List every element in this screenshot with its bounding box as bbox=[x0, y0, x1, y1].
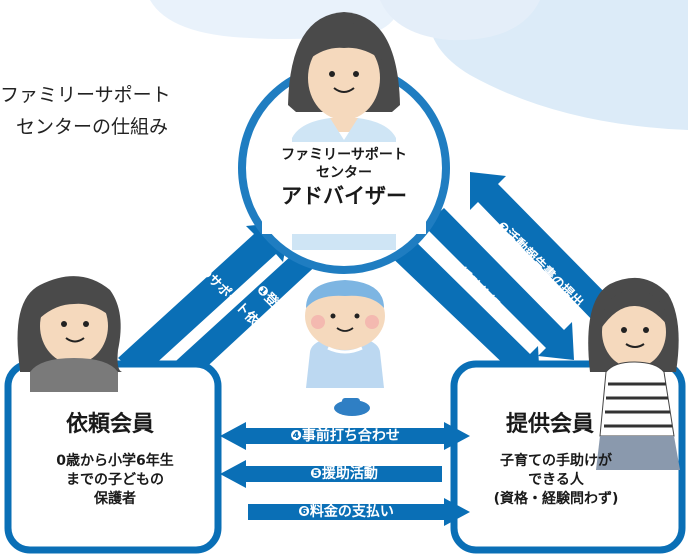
requester-desc: 0歳から小学6年生 までの子どもの 保護者 bbox=[20, 452, 210, 509]
register-right-arrow bbox=[384, 230, 540, 384]
payment-label: ❻料金の支払い bbox=[298, 504, 394, 520]
center-role: アドバイザー bbox=[281, 184, 407, 208]
child-figure bbox=[299, 280, 391, 416]
diagram-title: ファミリーサポート センターの仕組み bbox=[0, 79, 246, 143]
meeting-arrow bbox=[220, 422, 470, 450]
provider-node bbox=[450, 277, 686, 554]
help-request-arrow bbox=[424, 208, 574, 360]
left-arrows bbox=[118, 222, 334, 388]
requester-desc-3: 保護者 bbox=[94, 491, 136, 507]
meeting-label: ❹事前打ち合わせ bbox=[290, 428, 400, 444]
provider-title: 提供会員 bbox=[505, 412, 594, 437]
provider-desc-1: 子育ての手助けが bbox=[500, 453, 612, 469]
title-line-1: ファミリーサポート bbox=[0, 84, 171, 106]
support-request-arrow bbox=[118, 222, 290, 378]
provider-desc: 子育ての手助けが できる人 (資格・経験問わず) bbox=[466, 452, 646, 509]
center-line-1: ファミリーサポート bbox=[281, 147, 407, 163]
register-left-arrow bbox=[166, 230, 334, 388]
right-arrows bbox=[384, 172, 618, 384]
activity-arrow bbox=[220, 460, 442, 488]
requester-desc-1: 0歳から小学6年生 bbox=[56, 453, 174, 469]
center-label: ファミリーサポート センター アドバイザー bbox=[262, 146, 426, 210]
bottom-arrows bbox=[220, 422, 470, 526]
payment-arrow bbox=[248, 498, 470, 526]
activity-label: ❺援助活動 bbox=[310, 466, 378, 482]
requester-desc-2: までの子どもの bbox=[66, 472, 164, 488]
background-shapes bbox=[150, 0, 688, 130]
title-line-2: センターの仕組み bbox=[16, 116, 169, 138]
requester-title: 依頼会員 bbox=[65, 412, 154, 437]
requester-node bbox=[4, 276, 222, 554]
report-arrow bbox=[470, 172, 618, 326]
provider-desc-2: できる人 bbox=[528, 472, 584, 488]
center-node bbox=[238, 12, 450, 274]
provider-desc-3: (資格・経験問わず) bbox=[493, 491, 619, 507]
center-line-2: センター bbox=[316, 165, 372, 181]
